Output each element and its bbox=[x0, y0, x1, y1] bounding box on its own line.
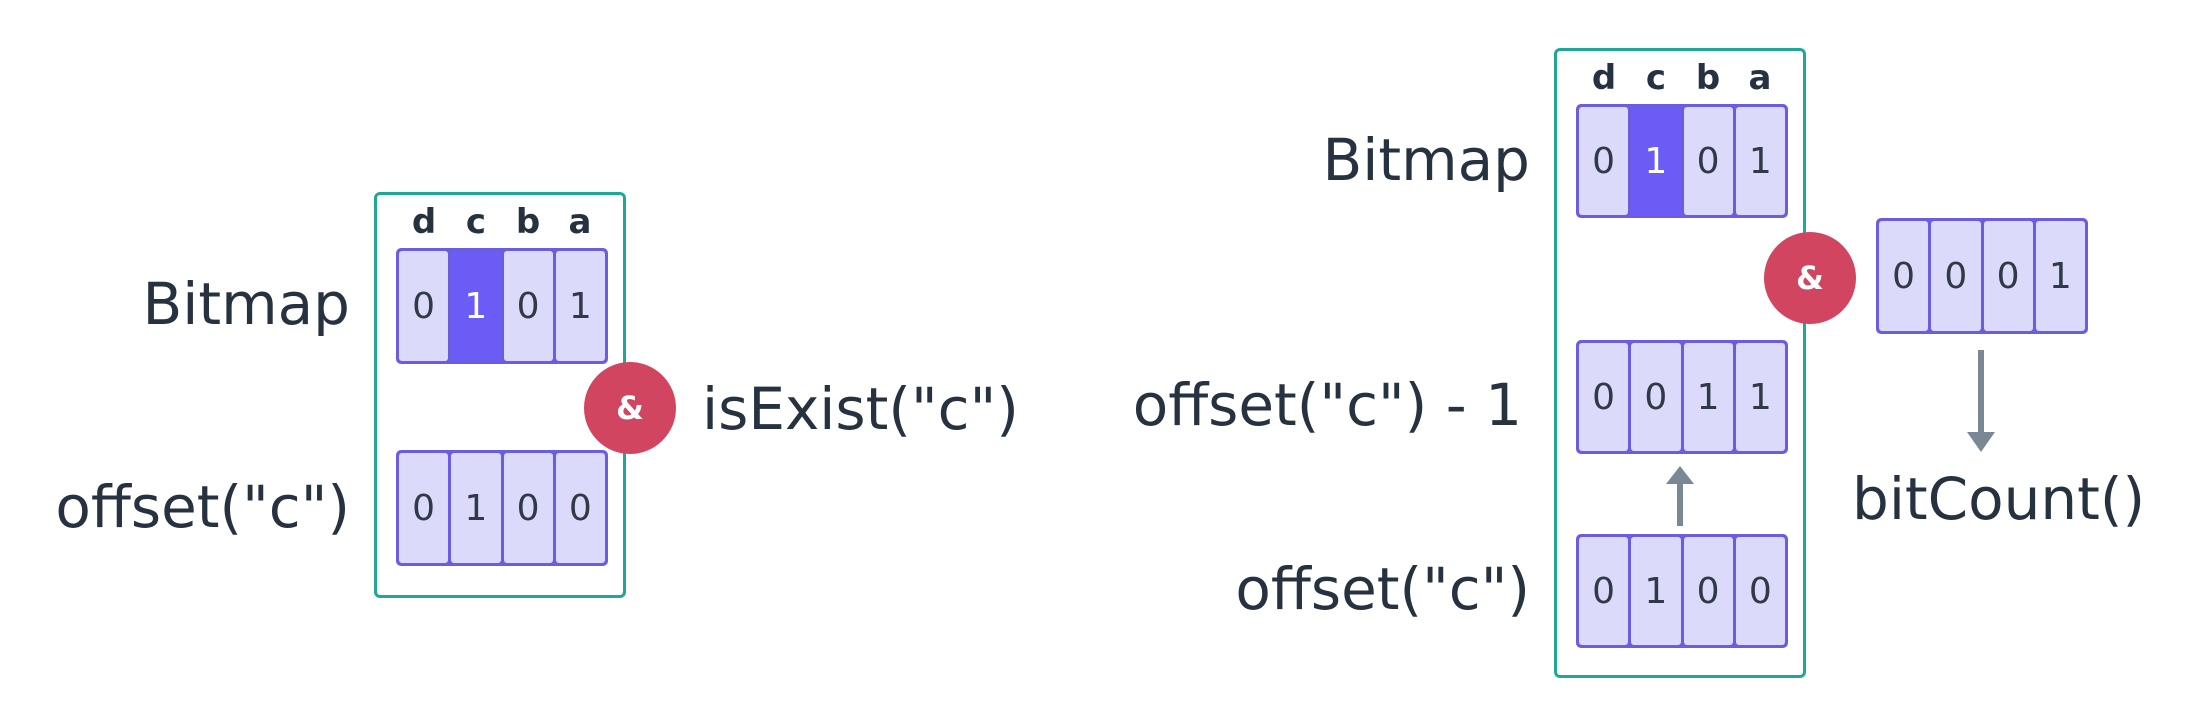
left-offset-label: offset("c") bbox=[55, 473, 350, 541]
right-offset-minus-bit-b: 1 bbox=[1683, 343, 1733, 451]
left-offset-bit-c: 1 bbox=[451, 453, 501, 563]
left-result-label: isExist("c") bbox=[702, 375, 1019, 443]
right-offset-minus-bit-a: 1 bbox=[1735, 343, 1785, 451]
right-offset-label: offset("c") bbox=[1235, 555, 1530, 623]
right-offset-bit-b: 0 bbox=[1683, 537, 1733, 645]
right-and-result-row: 0 0 0 1 bbox=[1876, 218, 2088, 334]
left-bitmap-row: 0 1 0 1 bbox=[396, 248, 608, 364]
left-bitmap-label: Bitmap bbox=[142, 270, 350, 338]
right-frame bbox=[1554, 48, 1806, 678]
right-offset-minus-bit-c: 0 bbox=[1631, 343, 1681, 451]
left-offset-bit-a: 0 bbox=[555, 453, 605, 563]
right-and-result-bit-b: 0 bbox=[1983, 221, 2033, 331]
right-offset-minus-row: 0 0 1 1 bbox=[1576, 340, 1788, 454]
left-offset-bit-b: 0 bbox=[503, 453, 553, 563]
right-bitmap-bit-d: 0 bbox=[1579, 107, 1629, 215]
down-arrow-icon bbox=[1967, 350, 1995, 452]
left-header-d: d bbox=[411, 202, 437, 242]
right-column-headers: d c b a bbox=[1578, 58, 1786, 98]
right-result-label: bitCount() bbox=[1852, 465, 2146, 533]
left-and-operator: & bbox=[584, 362, 676, 454]
left-header-c: c bbox=[465, 202, 487, 242]
right-offset-minus-label: offset("c") - 1 bbox=[1132, 371, 1522, 439]
left-column-headers: d c b a bbox=[398, 202, 606, 242]
right-offset-bit-d: 0 bbox=[1579, 537, 1629, 645]
left-bitmap-bit-a: 1 bbox=[555, 251, 605, 361]
right-bitmap-label: Bitmap bbox=[1322, 126, 1530, 194]
right-bitmap-row: 0 1 0 1 bbox=[1576, 104, 1788, 218]
left-bitmap-bit-b: 0 bbox=[503, 251, 553, 361]
right-bitmap-bit-c: 1 bbox=[1631, 107, 1681, 215]
right-header-c: c bbox=[1645, 58, 1667, 98]
right-and-result-bit-a: 1 bbox=[2035, 221, 2085, 331]
right-offset-row: 0 1 0 0 bbox=[1576, 534, 1788, 648]
left-bitmap-bit-d: 0 bbox=[399, 251, 449, 361]
right-and-operator: & bbox=[1764, 232, 1856, 324]
left-bitmap-bit-c: 1 bbox=[451, 251, 501, 361]
right-offset-bit-c: 1 bbox=[1631, 537, 1681, 645]
right-bitmap-bit-a: 1 bbox=[1735, 107, 1785, 215]
left-header-b: b bbox=[515, 202, 541, 242]
right-header-a: a bbox=[1748, 58, 1772, 98]
right-offset-minus-bit-d: 0 bbox=[1579, 343, 1629, 451]
right-bitmap-bit-b: 0 bbox=[1683, 107, 1733, 215]
right-header-b: b bbox=[1695, 58, 1721, 98]
left-offset-row: 0 1 0 0 bbox=[396, 450, 608, 566]
right-and-result-bit-d: 0 bbox=[1879, 221, 1929, 331]
up-arrow-icon bbox=[1666, 466, 1694, 526]
right-header-d: d bbox=[1591, 58, 1617, 98]
left-header-a: a bbox=[568, 202, 592, 242]
left-offset-bit-d: 0 bbox=[399, 453, 449, 563]
right-offset-bit-a: 0 bbox=[1735, 537, 1785, 645]
right-and-result-bit-c: 0 bbox=[1931, 221, 1981, 331]
